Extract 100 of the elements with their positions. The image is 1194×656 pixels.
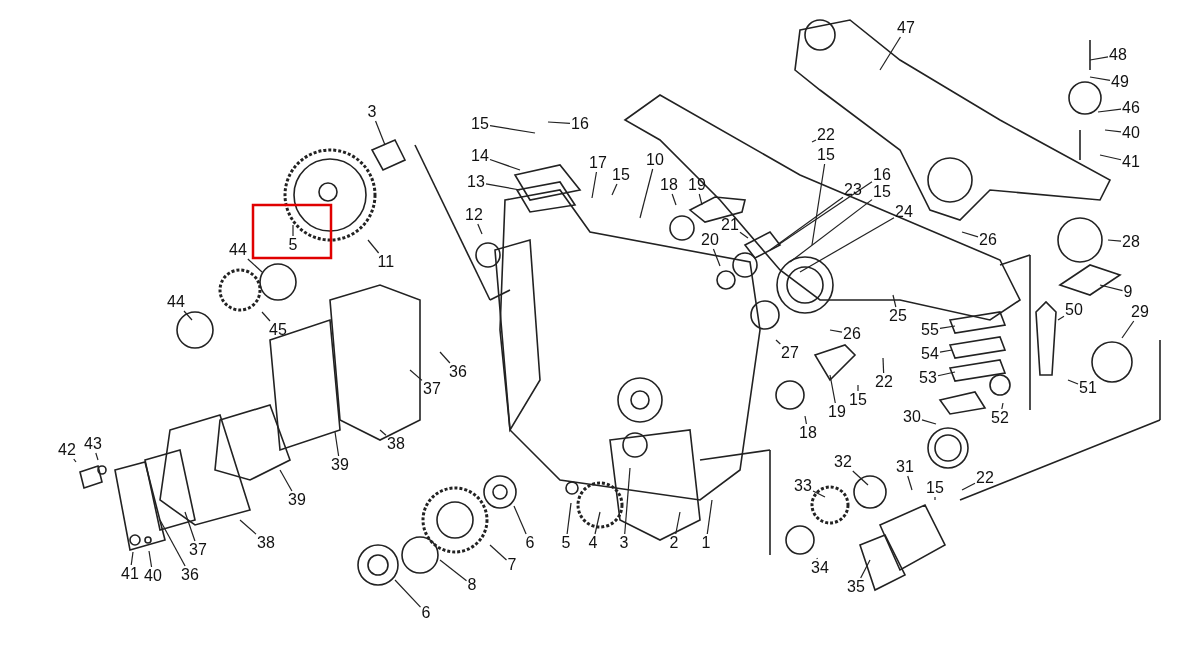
leader-line — [892, 294, 897, 308]
callout-number: 3 — [366, 103, 378, 121]
leader-line — [279, 469, 293, 492]
callout-number: 41 — [120, 565, 140, 583]
callout-number: 26 — [978, 231, 998, 249]
callout-number: 12 — [464, 206, 484, 224]
leader-line — [485, 183, 521, 191]
leader-line — [409, 369, 423, 381]
callout-number: 18 — [798, 424, 818, 442]
leader-line — [961, 482, 976, 491]
leader-line — [1104, 129, 1122, 133]
callout-number: 24 — [894, 203, 914, 221]
callout-number: 2 — [668, 534, 680, 552]
callout-number: 1 — [700, 534, 712, 552]
callout-number: 46 — [1121, 99, 1141, 117]
leader-line — [379, 429, 387, 436]
callout-number: 15 — [925, 479, 945, 497]
callout-number: 35 — [846, 578, 866, 596]
callout-number: 28 — [1121, 233, 1141, 251]
leader-line — [1099, 284, 1124, 292]
leader-line — [639, 168, 654, 219]
callout-number: 9 — [1122, 283, 1134, 301]
leader-line — [775, 339, 781, 345]
leader-line — [882, 357, 885, 374]
leader-line — [489, 544, 508, 561]
leader-line — [1099, 154, 1122, 161]
leader-line — [937, 371, 956, 377]
leader-line — [789, 199, 873, 263]
callout-number: 29 — [1130, 303, 1150, 321]
leader-line — [367, 239, 380, 254]
callout-number: 8 — [466, 576, 478, 594]
callout-number: 13 — [466, 173, 486, 191]
leader-line — [183, 310, 193, 321]
callout-number: 45 — [268, 321, 288, 339]
leader-line — [624, 467, 631, 535]
callout-number: 20 — [700, 231, 720, 249]
leader-line — [777, 181, 873, 246]
callout-number: 42 — [57, 441, 77, 459]
callout-number: 53 — [918, 369, 938, 387]
leader-line — [712, 248, 721, 267]
callout-number: 32 — [833, 453, 853, 471]
leader-line — [184, 511, 196, 542]
leader-line — [921, 419, 937, 425]
callout-number: 55 — [920, 321, 940, 339]
callout-number: 47 — [896, 19, 916, 37]
leader-line — [477, 223, 483, 235]
leader-line — [1089, 56, 1109, 61]
callout-number: 6 — [420, 604, 432, 622]
callout-number: 16 — [570, 115, 590, 133]
callout-number: 38 — [386, 435, 406, 453]
callout-number: 25 — [888, 307, 908, 325]
leader-line — [829, 374, 836, 404]
leader-line — [939, 349, 953, 353]
callout-number: 21 — [720, 216, 740, 234]
leader-line — [879, 36, 902, 71]
leader-line — [829, 329, 843, 333]
leader-line — [439, 351, 451, 364]
leader-line — [811, 139, 817, 143]
callout-number: 11 — [376, 253, 396, 271]
callout-number: 27 — [780, 344, 800, 362]
leader-line — [698, 193, 703, 206]
leader-line — [1089, 76, 1111, 81]
callout-number: 49 — [1110, 73, 1130, 91]
callout-number: 50 — [1064, 301, 1084, 319]
leader-line — [804, 415, 807, 425]
leader-line — [95, 452, 99, 461]
callout-number: 19 — [687, 176, 707, 194]
callout-number: 36 — [448, 363, 468, 381]
callout-number: 34 — [810, 559, 830, 577]
callout-number: 22 — [975, 469, 995, 487]
callout-number: 51 — [1078, 379, 1098, 397]
callout-number: 40 — [143, 567, 163, 585]
leader-line — [812, 490, 826, 498]
callout-number: 38 — [256, 534, 276, 552]
leader-line — [811, 163, 826, 246]
callout-number: 4 — [587, 534, 599, 552]
leader-line — [394, 579, 422, 608]
callout-number: 5 — [560, 534, 572, 552]
leader-line — [675, 511, 681, 535]
leader-line — [852, 470, 869, 486]
callout-number: 33 — [793, 477, 813, 495]
leader-line — [907, 475, 913, 491]
callout-number: 18 — [659, 176, 679, 194]
leader-line — [547, 121, 571, 124]
callout-number: 19 — [827, 403, 847, 421]
leader-line — [566, 502, 572, 535]
leader-line — [439, 559, 468, 582]
leader-line — [961, 231, 979, 238]
callout-number: 6 — [524, 534, 536, 552]
callout-number: 23 — [843, 181, 863, 199]
callout-number: 30 — [902, 408, 922, 426]
leader-line — [706, 499, 713, 535]
callout-number: 52 — [990, 409, 1010, 427]
leader-line — [799, 217, 895, 273]
leader-line — [769, 196, 844, 251]
leader-line — [513, 505, 527, 535]
leader-line — [939, 325, 956, 329]
callout-number: 14 — [470, 147, 490, 165]
leader-line — [860, 559, 871, 579]
callout-number: 31 — [895, 458, 915, 476]
